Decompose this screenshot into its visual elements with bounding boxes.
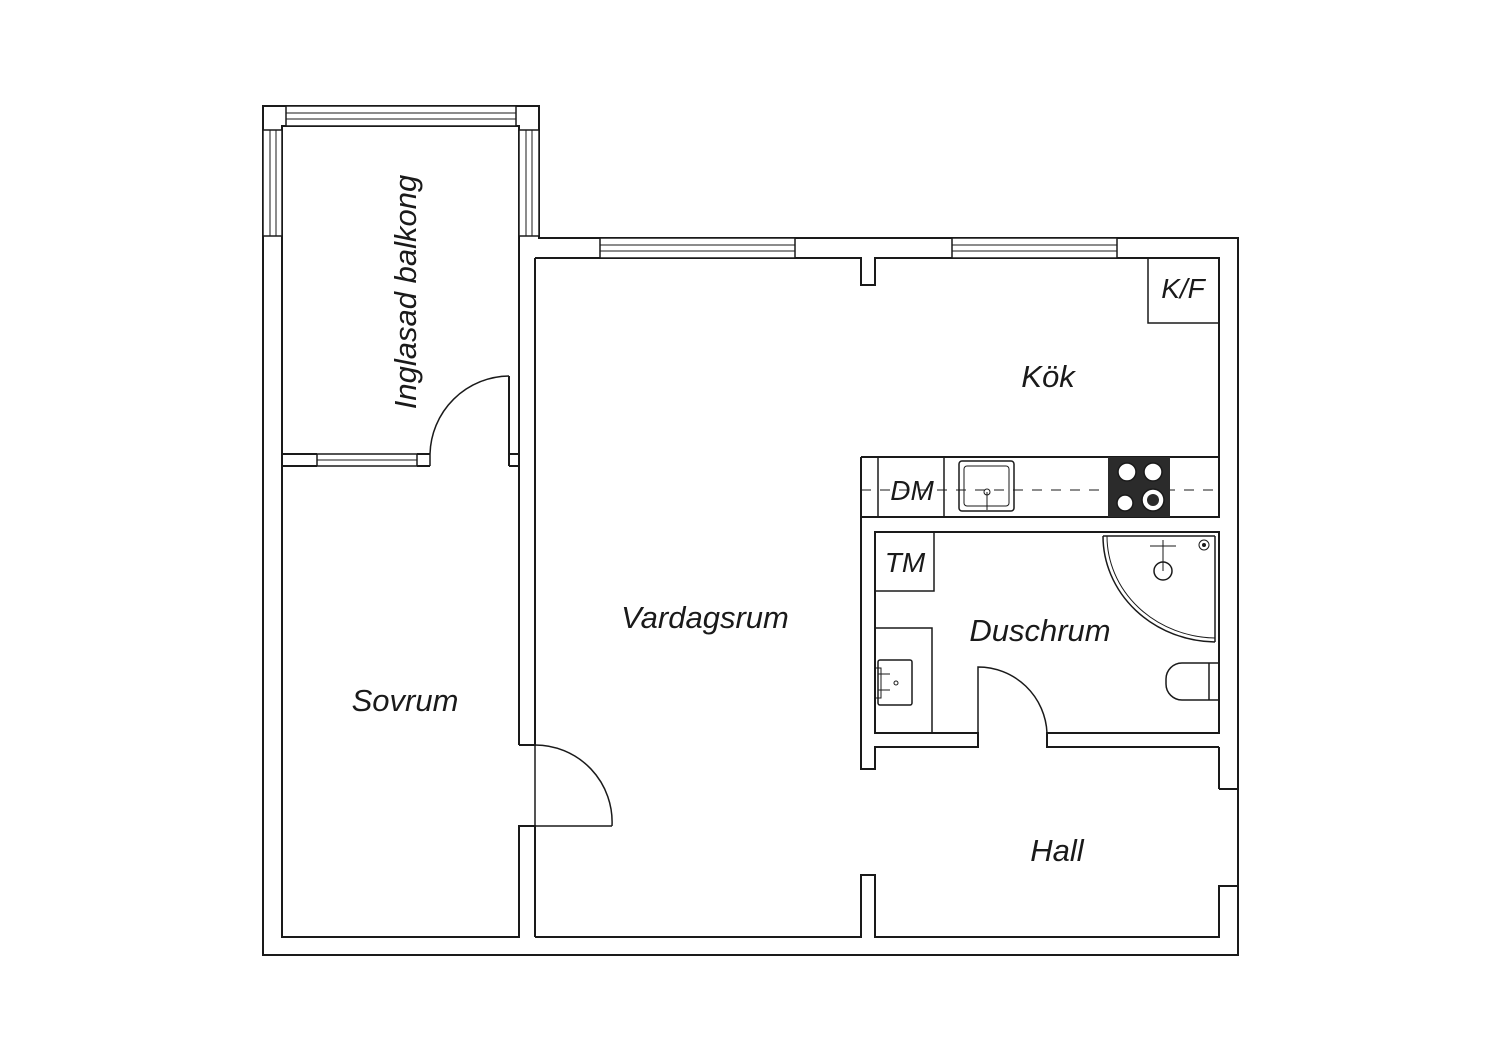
doors xyxy=(429,375,1048,827)
label-fridge-freezer: K/F xyxy=(1161,273,1206,304)
label-washing-machine: TM xyxy=(885,547,926,578)
label-bedroom: Sovrum xyxy=(352,683,459,718)
kitchen-fixtures xyxy=(861,257,1220,517)
label-dishwasher: DM xyxy=(890,475,934,506)
label-balcony: Inglasad balkong xyxy=(388,175,423,409)
label-kitchen: Kök xyxy=(1021,359,1076,394)
label-hall: Hall xyxy=(1030,833,1085,868)
label-living-room: Vardagsrum xyxy=(621,600,789,635)
label-shower-room: Duschrum xyxy=(969,613,1110,648)
bathroom-fixtures xyxy=(874,531,1219,733)
windows xyxy=(262,105,1118,467)
living-inner-walls xyxy=(535,257,1238,938)
